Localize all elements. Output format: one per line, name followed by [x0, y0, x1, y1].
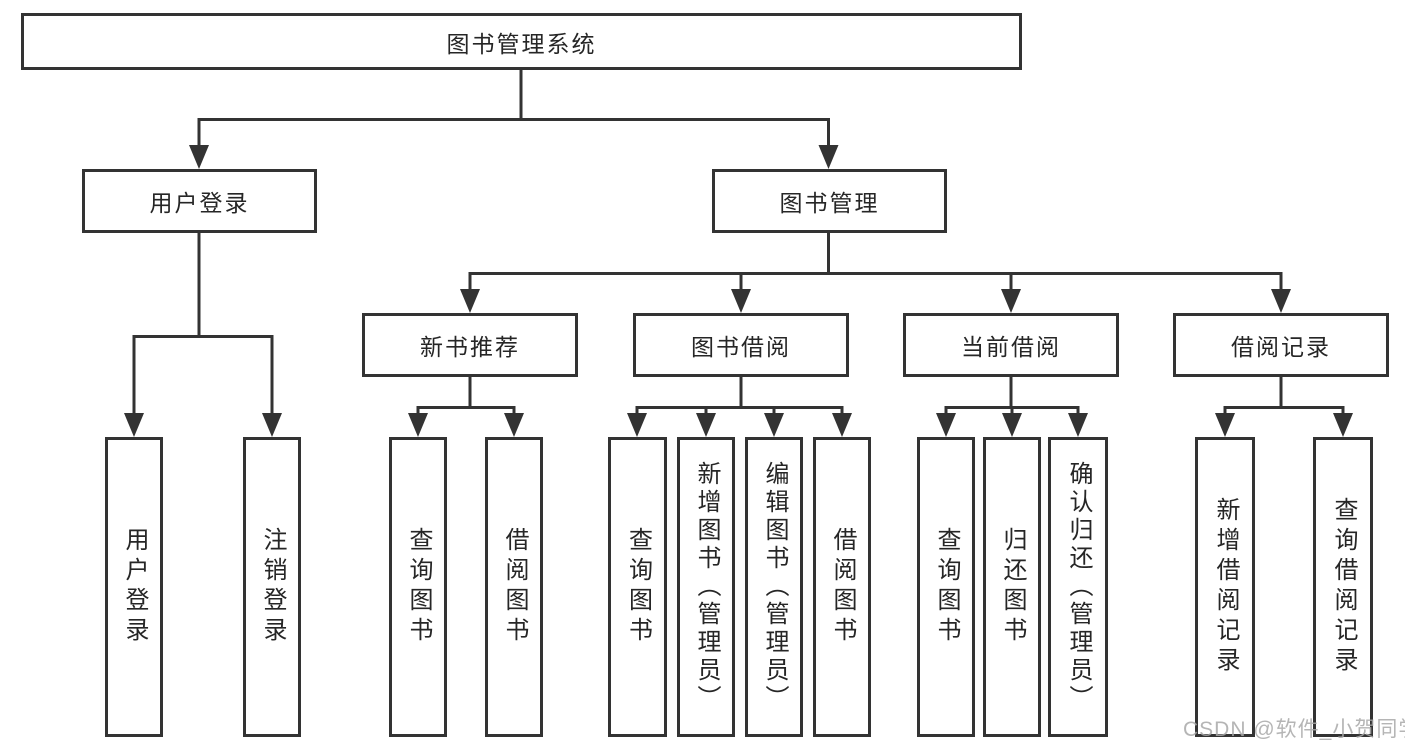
- leaf-current-return-label: 归还图书: [999, 527, 1026, 647]
- arrowhead-icon: [1333, 413, 1353, 437]
- arrowhead-icon: [460, 289, 480, 313]
- leaf-user-login-label: 用户登录: [121, 527, 148, 647]
- arrowhead-icon: [504, 413, 524, 437]
- node-current-borrow: 当前借阅: [903, 313, 1119, 377]
- arrowhead-icon: [936, 413, 956, 437]
- arrowhead-icon: [124, 413, 144, 437]
- arrowhead-icon: [408, 413, 428, 437]
- node-new-book-label: 新书推荐: [420, 334, 520, 360]
- leaf-borrow-edit-label: 编辑图书（管理员）: [761, 461, 788, 713]
- arrowhead-icon: [1271, 289, 1291, 313]
- node-user-login-label: 用户登录: [149, 190, 250, 216]
- arrowhead-icon: [1001, 289, 1021, 313]
- leaf-record-query: 查询借阅记录: [1313, 437, 1373, 737]
- node-root: 图书管理系统: [21, 13, 1022, 70]
- arrowhead-icon: [262, 413, 282, 437]
- node-new-book: 新书推荐: [362, 313, 578, 377]
- arrowhead-icon: [696, 413, 716, 437]
- node-book-mgmt: 图书管理: [712, 169, 947, 233]
- leaf-borrow-add-label: 新增图书（管理员）: [693, 461, 720, 713]
- node-user-login: 用户登录: [82, 169, 317, 233]
- leaf-logout: 注销登录: [243, 437, 301, 737]
- leaf-borrow-edit: 编辑图书（管理员）: [745, 437, 803, 737]
- leaf-user-login: 用户登录: [105, 437, 163, 737]
- leaf-current-return: 归还图书: [983, 437, 1041, 737]
- watermark: CSDN @软件_小贺同学: [1183, 718, 1405, 741]
- arrowhead-icon: [189, 145, 209, 169]
- leaf-logout-label: 注销登录: [259, 527, 286, 647]
- leaf-record-add: 新增借阅记录: [1195, 437, 1255, 737]
- node-borrow-record: 借阅记录: [1173, 313, 1389, 377]
- arrowhead-icon: [832, 413, 852, 437]
- leaf-newbook-query: 查询图书: [389, 437, 447, 737]
- leaf-borrow-add: 新增图书（管理员）: [677, 437, 735, 737]
- arrowhead-icon: [764, 413, 784, 437]
- arrowhead-icon: [818, 145, 839, 169]
- leaf-current-confirm-label: 确认归还（管理员）: [1065, 461, 1092, 713]
- node-current-borrow-label: 当前借阅: [961, 334, 1061, 360]
- arrowhead-icon: [731, 289, 751, 313]
- leaf-current-query-label: 查询图书: [933, 527, 960, 647]
- leaf-newbook-borrow-label: 借阅图书: [501, 527, 528, 647]
- arrowhead-icon: [1002, 413, 1022, 437]
- node-book-mgmt-label: 图书管理: [779, 190, 880, 216]
- leaf-newbook-query-label: 查询图书: [405, 527, 432, 647]
- node-root-label: 图书管理系统: [446, 30, 597, 57]
- leaf-current-query: 查询图书: [917, 437, 975, 737]
- leaf-newbook-borrow: 借阅图书: [485, 437, 543, 737]
- arrowhead-icon: [627, 413, 647, 437]
- leaf-record-query-label: 查询借阅记录: [1330, 497, 1357, 677]
- leaf-borrow-borrow: 借阅图书: [813, 437, 871, 737]
- leaf-borrow-query: 查询图书: [608, 437, 667, 737]
- leaf-borrow-query-label: 查询图书: [624, 527, 652, 647]
- leaf-record-add-label: 新增借阅记录: [1212, 497, 1239, 677]
- leaf-current-confirm: 确认归还（管理员）: [1048, 437, 1108, 737]
- arrowhead-icon: [1215, 413, 1235, 437]
- node-book-borrow-label: 图书借阅: [691, 334, 791, 360]
- leaf-borrow-borrow-label: 借阅图书: [829, 527, 856, 647]
- arrowhead-icon: [1068, 413, 1088, 437]
- node-book-borrow: 图书借阅: [633, 313, 849, 377]
- node-borrow-record-label: 借阅记录: [1231, 334, 1331, 360]
